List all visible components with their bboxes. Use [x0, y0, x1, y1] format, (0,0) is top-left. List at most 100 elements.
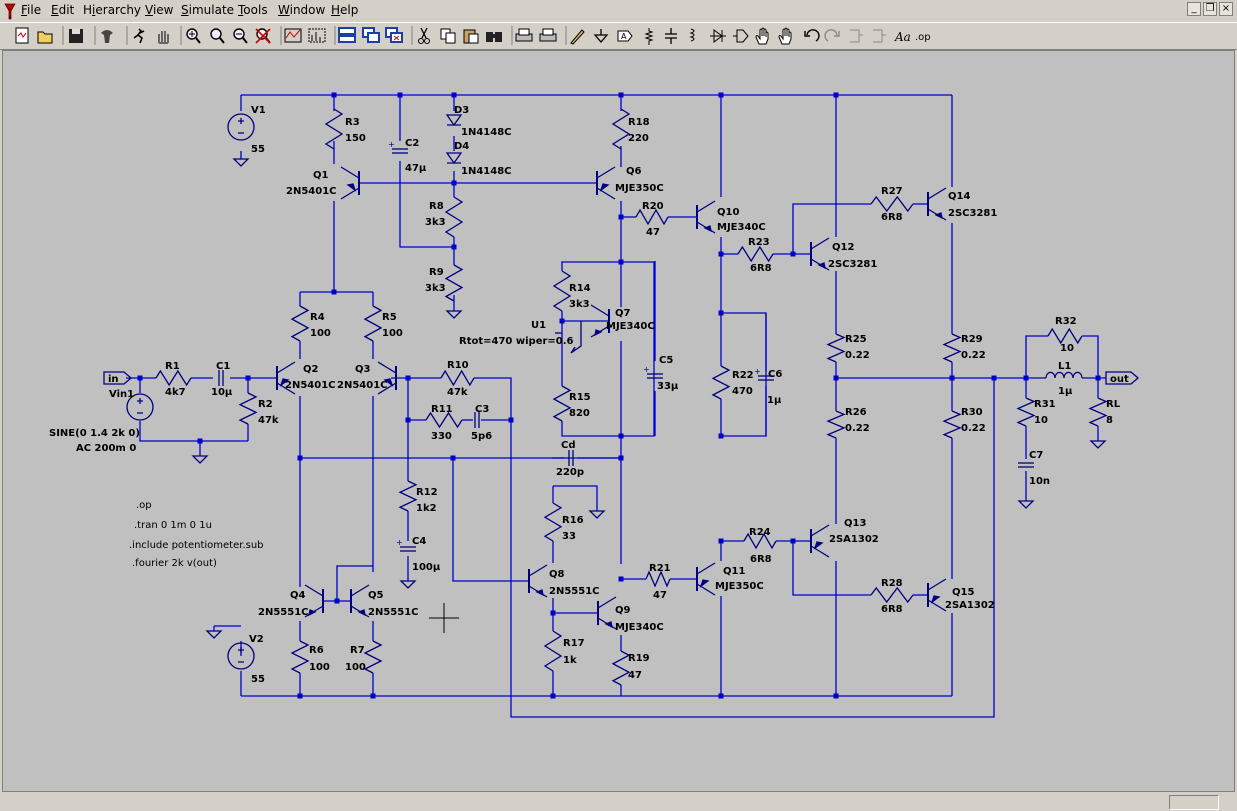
spice-directive[interactable]: .op	[136, 500, 152, 511]
ground-icon[interactable]	[593, 29, 609, 43]
open-icon[interactable]	[37, 31, 53, 44]
drag-icon[interactable]	[778, 27, 792, 45]
move-icon[interactable]	[755, 27, 769, 45]
transistor-q4[interactable]	[304, 584, 324, 618]
minimize-button[interactable]: _	[1187, 2, 1201, 16]
text-icon[interactable]: Aa	[894, 30, 911, 44]
resistor-r5[interactable]	[363, 305, 383, 342]
resistor-r3[interactable]	[324, 108, 344, 150]
potentiometer-u1[interactable]	[553, 331, 562, 334]
cancel-zoom-icon[interactable]	[255, 28, 271, 44]
net-label-in[interactable]	[103, 371, 132, 385]
transistor-q1[interactable]	[340, 166, 360, 200]
resistor-r30[interactable]	[942, 410, 962, 439]
cut-icon[interactable]	[418, 27, 430, 44]
resistor-r-load[interactable]	[1088, 397, 1108, 427]
spice-directive[interactable]: .fourier 2k v(out)	[132, 558, 217, 569]
fft-icon[interactable]	[308, 28, 326, 43]
resistor-r8[interactable]	[444, 196, 464, 238]
restore-button[interactable]: ❐	[1203, 2, 1217, 16]
menu-tools[interactable]: Tools	[238, 3, 268, 17]
rotate-icon[interactable]	[850, 29, 863, 43]
halt-icon[interactable]	[158, 31, 169, 44]
print-icon[interactable]	[539, 28, 557, 42]
spice-directive-icon[interactable]: .op	[915, 32, 931, 43]
menu-hierarchy[interactable]: Hierarchy	[83, 3, 142, 17]
close-all-icon[interactable]	[385, 27, 403, 43]
resistor-icon[interactable]	[644, 28, 654, 45]
close-button[interactable]: ×	[1219, 2, 1233, 16]
zoom-full-icon[interactable]	[210, 28, 225, 44]
capacitor-c5[interactable]: +	[643, 365, 663, 379]
resistor-r26[interactable]	[826, 410, 846, 439]
resistor-r20[interactable]	[635, 208, 669, 226]
transistor-q5[interactable]	[350, 584, 370, 618]
redo-icon[interactable]	[824, 29, 840, 42]
transistor-q9[interactable]	[597, 596, 617, 630]
resistor-r23[interactable]	[737, 245, 774, 263]
capacitor-cd[interactable]	[568, 450, 574, 466]
menu-edit[interactable]: Edit	[51, 3, 75, 17]
resistor-r21[interactable]	[645, 570, 671, 588]
zoom-in-icon[interactable]	[186, 28, 201, 44]
resistor-r17[interactable]	[543, 630, 563, 672]
app-icon[interactable]	[2, 2, 18, 20]
resistor-r6[interactable]	[290, 640, 310, 674]
menu-window[interactable]: Window	[278, 3, 326, 17]
capacitor-c3[interactable]	[474, 412, 480, 428]
capacitor-c7[interactable]	[1018, 462, 1034, 468]
new-schematic-icon[interactable]	[15, 27, 29, 44]
transistor-q13[interactable]	[810, 524, 830, 558]
voltage-source-vin1[interactable]	[126, 393, 154, 421]
cascade-icon[interactable]	[362, 27, 380, 43]
resistor-r32[interactable]	[1047, 327, 1083, 345]
net-label-icon[interactable]: A	[617, 30, 633, 42]
find-icon[interactable]	[486, 32, 502, 42]
resistor-r2[interactable]	[238, 392, 258, 425]
tile-horizontal-icon[interactable]	[338, 27, 356, 43]
undo-icon[interactable]	[804, 29, 820, 42]
print-setup-icon[interactable]	[515, 28, 533, 42]
resistor-r4[interactable]	[290, 305, 310, 342]
run-icon[interactable]	[133, 28, 145, 44]
transistor-q12[interactable]	[810, 237, 830, 271]
capacitor-c1[interactable]	[218, 370, 224, 386]
resistor-r15[interactable]	[552, 385, 572, 422]
diode-icon[interactable]	[710, 29, 726, 43]
transistor-q6[interactable]	[596, 166, 616, 200]
resistor-r28[interactable]	[870, 586, 914, 604]
spice-directive[interactable]: .include potentiometer.sub	[129, 540, 264, 551]
resistor-r31[interactable]	[1016, 397, 1036, 427]
capacitor-c2[interactable]: +	[388, 140, 408, 154]
transistor-q10[interactable]	[696, 200, 716, 234]
resistor-r12[interactable]	[398, 480, 418, 512]
resistor-r16[interactable]	[543, 502, 563, 542]
net-label-out[interactable]	[1105, 371, 1139, 385]
resistor-r19[interactable]	[611, 650, 631, 686]
resistor-r27[interactable]	[870, 195, 914, 213]
resistor-r11[interactable]	[425, 411, 463, 429]
resistor-r10[interactable]	[440, 369, 475, 387]
transistor-q14[interactable]	[927, 187, 947, 221]
autorange-icon[interactable]	[284, 28, 302, 43]
voltage-source-v1[interactable]	[227, 113, 255, 141]
menu-view[interactable]: View	[145, 3, 174, 17]
resistor-r1[interactable]	[155, 369, 192, 387]
capacitor-icon[interactable]	[665, 28, 677, 44]
transistor-q2[interactable]	[276, 361, 296, 395]
menu-help[interactable]: Help	[331, 3, 359, 17]
resistor-r29[interactable]	[942, 333, 962, 363]
resistor-r18[interactable]	[611, 108, 631, 150]
menu-simulate[interactable]: Simulate	[181, 3, 235, 17]
component-icon[interactable]	[733, 29, 749, 43]
resistor-r7[interactable]	[363, 640, 383, 674]
capacitor-c4[interactable]: +	[396, 538, 416, 552]
spice-directive[interactable]: .tran 0 1m 0 1u	[134, 520, 212, 531]
components[interactable]: ++++	[103, 108, 1139, 686]
diode-d3[interactable]	[445, 114, 463, 127]
resistor-r22[interactable]	[711, 365, 731, 400]
zoom-out-icon[interactable]	[233, 28, 248, 44]
transistor-q11[interactable]	[696, 562, 716, 596]
mirror-icon[interactable]	[873, 29, 886, 43]
